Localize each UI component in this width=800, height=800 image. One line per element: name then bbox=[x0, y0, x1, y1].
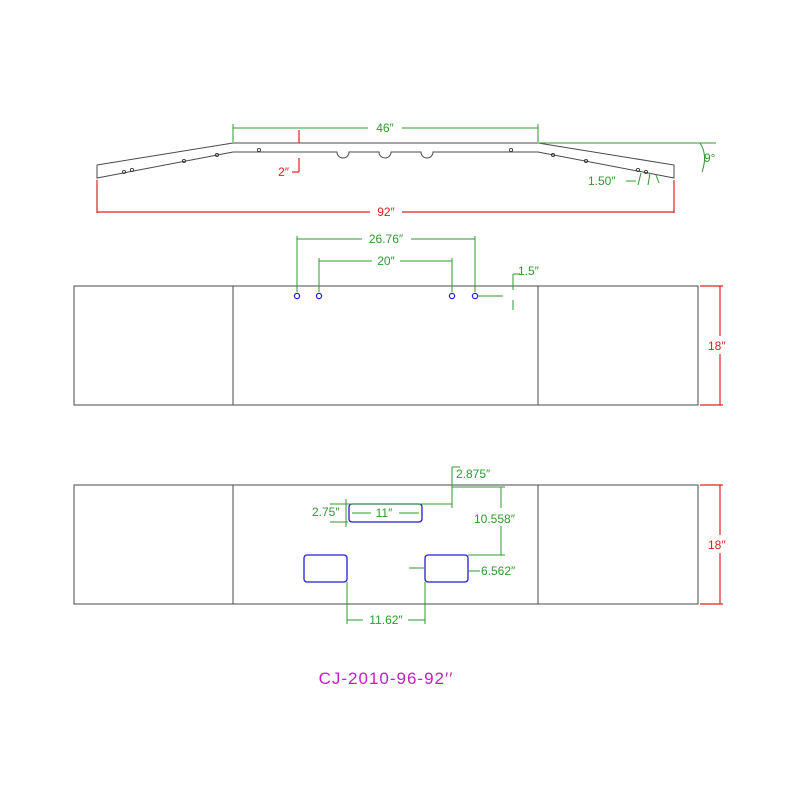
top-hole bbox=[583, 158, 589, 164]
dimension-cutout-vertical-offset: 10.558″ bbox=[452, 486, 516, 556]
front-view-lower-outline bbox=[73, 484, 699, 605]
dimension-bolt-edge-offset: 1.5″ bbox=[478, 264, 540, 310]
top-hole bbox=[256, 147, 262, 153]
front-view-upper: 26.76″ 20″ 1.5″ 18″ bbox=[73, 232, 726, 406]
dimension-drop: 2″ bbox=[278, 130, 300, 179]
bolt-hole bbox=[471, 292, 479, 300]
front-view-upper-outline bbox=[73, 285, 699, 406]
dim-label-cutout-spacing: 11.62″ bbox=[369, 613, 403, 627]
top-hole bbox=[214, 152, 220, 158]
top-view: 46″ 2″ 9° 1.50″ 92″ bbox=[96, 121, 716, 219]
dimension-height-lower: 18″ bbox=[700, 484, 726, 605]
dim-label-slot-height: 2.75″ bbox=[312, 505, 340, 519]
dim-label-cutout-vertical-offset: 10.558″ bbox=[474, 512, 516, 526]
top-hole bbox=[121, 169, 127, 175]
dim-label-inner-bolt-spacing: 20″ bbox=[377, 254, 395, 268]
dimension-cutout-offset: 6.562″ bbox=[409, 564, 516, 578]
dim-label-height-upper: 18″ bbox=[708, 339, 726, 353]
front-view-lower: 2.875″ 2.75″ 11″ 10.558″ 6.562″ bbox=[73, 466, 726, 627]
dim-label-drop: 2″ bbox=[278, 165, 290, 179]
dimension-cutout-spacing: 11.62″ bbox=[346, 582, 426, 627]
bolt-hole bbox=[315, 292, 323, 300]
dimension-height-upper: 18″ bbox=[700, 285, 726, 406]
dim-label-bolt-edge-offset: 1.5″ bbox=[518, 264, 540, 278]
dim-label-slot-top-offset: 2.875″ bbox=[456, 467, 491, 481]
light-cutout-right bbox=[424, 554, 469, 583]
bolt-hole bbox=[448, 292, 456, 300]
dimension-center-span: 46″ bbox=[232, 121, 539, 142]
bolt-hole bbox=[293, 292, 301, 300]
dim-label-end-offset: 1.50″ bbox=[588, 174, 616, 188]
top-hole bbox=[635, 167, 641, 173]
dimension-angle: 9° bbox=[538, 142, 716, 173]
dimension-slot-height: 2.75″ bbox=[312, 499, 348, 527]
dimension-slot-width: 11″ bbox=[352, 506, 419, 520]
top-hole bbox=[181, 158, 187, 164]
dimension-overall-width: 92″ bbox=[96, 180, 675, 219]
dim-label-cutout-offset: 6.562″ bbox=[481, 564, 516, 578]
light-cutout-left bbox=[303, 554, 348, 583]
dim-label-center-span: 46″ bbox=[376, 121, 394, 135]
dimension-outer-bolt-spacing: 26.76″ bbox=[296, 232, 476, 292]
dimension-inner-bolt-spacing: 20″ bbox=[318, 254, 453, 292]
dimension-end-offset: 1.50″ bbox=[588, 172, 660, 188]
dim-label-slot-width: 11″ bbox=[376, 506, 393, 520]
top-hole bbox=[508, 147, 514, 153]
top-hole bbox=[129, 167, 135, 173]
top-hole bbox=[643, 169, 649, 175]
part-number: CJ-2010-96-92′′ bbox=[319, 669, 454, 688]
dim-label-height-lower: 18″ bbox=[708, 538, 726, 552]
top-hole bbox=[550, 152, 556, 158]
dim-label-overall-width: 92″ bbox=[377, 205, 395, 219]
dim-label-outer-bolt-spacing: 26.76″ bbox=[369, 232, 404, 246]
top-view-outline bbox=[96, 142, 675, 179]
dim-label-angle: 9° bbox=[704, 151, 716, 165]
